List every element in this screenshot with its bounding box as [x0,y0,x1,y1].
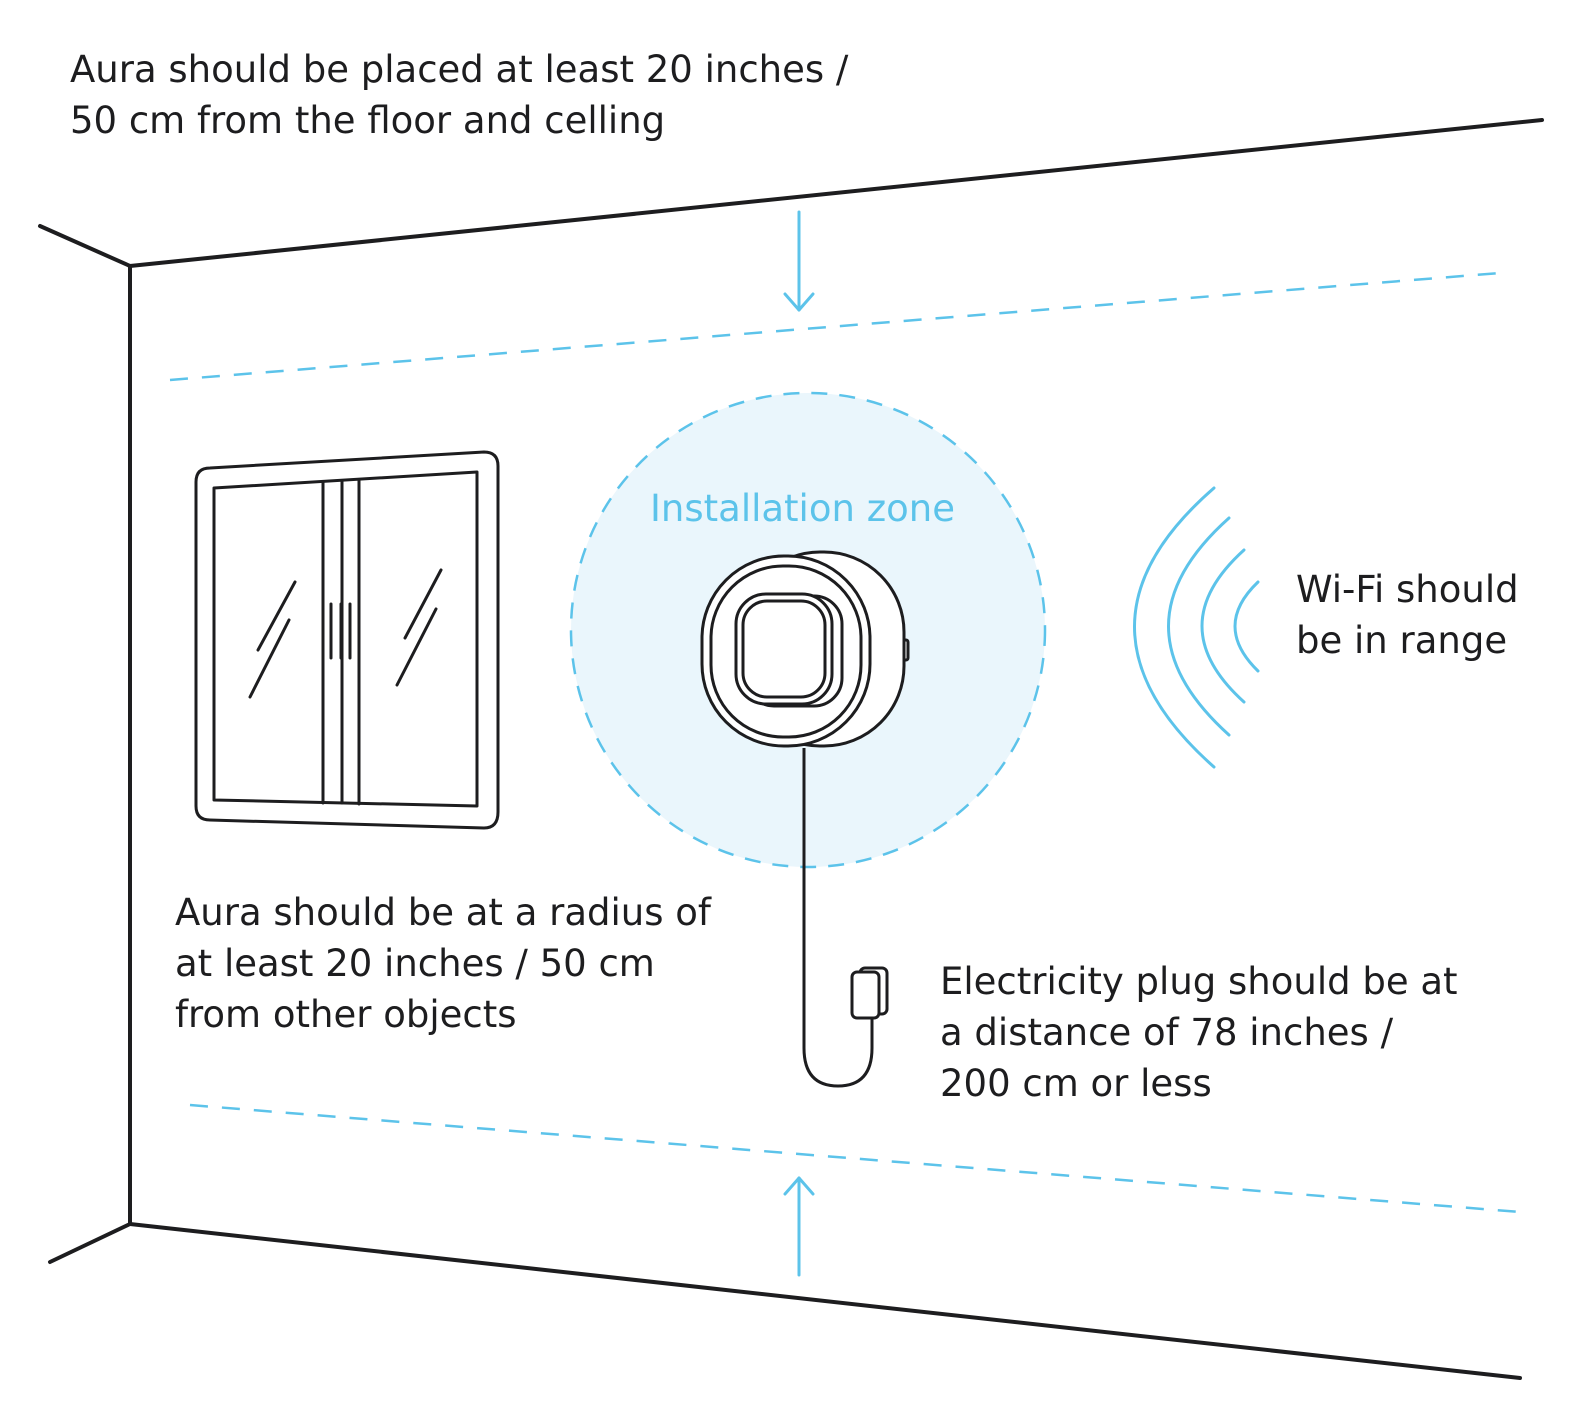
floor-ceiling-note-line2: 50 cm from the floor and celling [70,99,666,142]
glass-reflection [395,607,438,687]
aura-device-icon [700,550,910,748]
room-outline [38,118,1544,1380]
wifi-note-line2: be in range [1296,619,1508,662]
device-sensor-inner [741,599,827,699]
ceiling-corner-line [38,224,132,268]
power-cable [802,748,874,1088]
glass-reflection [256,580,297,652]
glass-reflection [403,568,443,640]
glass-reflection [248,618,291,699]
floor-corner-line [48,1222,132,1264]
radius-note-line3: from other objects [175,993,517,1036]
floor-ceiling-note-line1: Aura should be placed at least 20 inches… [70,48,849,91]
radius-note: Aura should be at a radius of at least 2… [175,887,711,1040]
installation-zone-label: Installation zone [650,487,955,530]
floor-ceiling-note: Aura should be placed at least 20 inches… [70,44,848,146]
wifi-note: Wi-Fi should be in range [1296,564,1519,666]
floor-edge [128,1222,1522,1380]
radius-note-line2: at least 20 inches / 50 cm [175,942,655,985]
plug-distance-note: Electricity plug should be at a distance… [940,956,1458,1109]
floor-clearance-line [189,1103,1521,1214]
window-frame-outer [194,450,500,830]
window-icon [194,450,500,830]
plug-distance-note-line3: 200 cm or less [940,1062,1212,1105]
ceiling-clearance-line [169,271,1501,382]
window-frame-inner [212,470,479,808]
wifi-note-line1: Wi-Fi should [1296,568,1519,611]
plug-distance-note-line1: Electricity plug should be at [940,960,1458,1003]
power-plug-icon [850,966,889,1020]
arrow-down-icon [783,210,815,312]
radius-note-line1: Aura should be at a radius of [175,891,711,934]
ceiling-edge [128,118,1544,268]
plug-distance-note-line2: a distance of 78 inches / [940,1011,1394,1054]
arrow-up-icon [783,1176,815,1277]
wifi-waves-icon [1133,486,1260,769]
